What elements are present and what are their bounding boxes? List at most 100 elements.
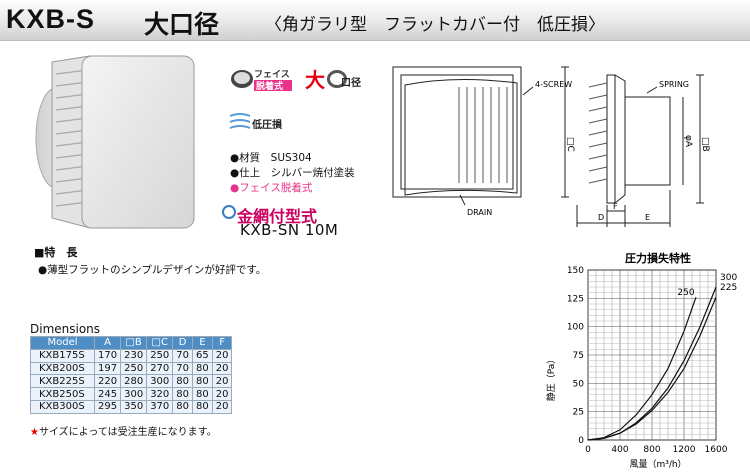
dimensions-table: Model A □B □C D E F KXB175S 170 230 250 …: [30, 336, 233, 414]
chart-ylabel: 静圧（Pa）: [545, 355, 557, 402]
cell: 70: [172, 361, 194, 376]
note-text: サイズによっては受注生産になります。: [38, 427, 217, 438]
cell: 80: [192, 374, 213, 389]
cell-model: KXB200S: [30, 361, 95, 376]
col-f: F: [211, 336, 233, 350]
note-star: ★: [30, 427, 39, 438]
cell-model: KXB250S: [30, 387, 95, 401]
cell: 80: [192, 361, 213, 376]
cell: 197: [93, 361, 122, 376]
label-drain: DRAIN: [467, 208, 492, 217]
label-e: E: [645, 213, 650, 222]
series-label-225: 225: [720, 283, 737, 293]
y-tick-label: 75: [573, 351, 584, 361]
series-line-250: [587, 297, 697, 441]
x-tick-label: 800: [643, 445, 660, 455]
y-tick-label: 50: [573, 379, 585, 389]
cell: 65: [192, 348, 213, 363]
cell: 80: [192, 387, 213, 401]
cell: 80: [172, 387, 194, 401]
badge-face-1: フェイス: [254, 69, 290, 80]
cell: 20: [211, 399, 233, 414]
cell: 20: [211, 387, 233, 401]
col-b: □B: [120, 336, 148, 350]
cell: 250: [120, 361, 148, 376]
cell: 170: [93, 348, 122, 363]
low-loss-badge: 低圧損: [229, 113, 283, 131]
cell: 20: [211, 374, 233, 389]
mesh-option-title: 金網付型式: [237, 207, 318, 226]
cell: 245: [93, 387, 122, 401]
table-row: KXB225S 220 280 300 80 80 20: [30, 374, 233, 389]
badge-large-2: 口径: [341, 76, 361, 89]
dimensions-heading: Dimensions: [30, 322, 101, 336]
x-tick-label: 1200: [673, 445, 696, 455]
cell: 220: [93, 374, 122, 389]
cell: 20: [211, 361, 233, 376]
chart-grid: [587, 269, 717, 441]
cell: 300: [120, 387, 148, 401]
label-screw: 4-SCREW: [535, 80, 572, 89]
badge-face-2: 脱着式: [256, 80, 283, 92]
cell: 80: [172, 374, 194, 389]
cell: 20: [211, 348, 233, 363]
dimensions-header-row: Model A □B □C D E F: [30, 336, 233, 350]
y-tick-label: 0: [578, 436, 584, 446]
technical-drawing: 4-SCREW DRAIN SPRING □C □B φA D E F: [392, 66, 710, 227]
features-item: ●薄型フラットのシンプルデザインが好評です。: [38, 264, 267, 276]
label-a: φA: [683, 135, 693, 148]
label-c: □C: [565, 137, 575, 152]
product-title: KXB-S: [6, 4, 96, 34]
cell: 80: [192, 399, 213, 414]
label-spring: SPRING: [659, 80, 689, 89]
made-to-order-note: ★サイズによっては受注生産になります。: [30, 423, 217, 438]
cell: 280: [120, 374, 148, 389]
chart-xlabel: 風量（m³/h）: [629, 459, 686, 470]
table-row: KXB300S 295 350 370 80 80 20: [30, 399, 233, 414]
chart-title: 圧力損失特性: [625, 251, 691, 265]
col-d: D: [172, 336, 194, 350]
table-row: KXB250S 245 300 320 80 80 20: [30, 387, 233, 401]
product-photo: [35, 55, 195, 229]
face-removable-badge: フェイス 脱着式: [231, 69, 292, 92]
cell-model: KXB300S: [30, 399, 95, 414]
y-tick-label: 150: [567, 266, 584, 276]
cell: 270: [146, 361, 174, 376]
cell: 350: [120, 399, 148, 414]
series-line-225: [587, 296, 717, 441]
badge-large-1: 大: [305, 68, 325, 92]
features-heading: ■特 長: [34, 246, 78, 259]
x-tick-label: 400: [611, 445, 628, 455]
mesh-option-icon: [222, 205, 236, 219]
front-cover-outline: [392, 66, 522, 198]
cell: 295: [93, 399, 122, 414]
series-label-300: 300: [720, 273, 737, 283]
large-diameter-badge: 大 口径: [305, 68, 361, 92]
col-e: E: [192, 336, 213, 350]
x-tick-label: 1600: [705, 445, 728, 455]
badge-low-loss: 低圧損: [251, 118, 283, 131]
product-title-jp: 大口径: [144, 10, 220, 39]
label-d: D: [598, 213, 604, 222]
series-label-250: 250: [677, 288, 694, 298]
spec-material: ●材質 SUS304: [230, 152, 312, 164]
side-cover-outline: [606, 74, 616, 204]
x-tick-label: 0: [585, 445, 591, 455]
label-b: □B: [700, 137, 710, 152]
label-f: F: [613, 202, 618, 211]
col-a: A: [93, 336, 122, 350]
col-model: Model: [30, 336, 95, 350]
y-tick-label: 25: [573, 408, 584, 418]
airflow-icon: [229, 113, 251, 129]
cell: 250: [146, 348, 174, 363]
table-row: KXB200S 197 250 270 70 80 20: [30, 361, 233, 376]
cell-model: KXB225S: [30, 374, 95, 389]
cell: 80: [172, 399, 194, 414]
y-tick-label: 100: [567, 323, 584, 333]
col-c: □C: [146, 336, 174, 350]
cell: 300: [146, 374, 174, 389]
product-subtitle: 〈角ガラリ型 フラットカバー付 低圧損〉: [265, 15, 605, 35]
mesh-option-model: KXB-SN 10M: [240, 221, 339, 239]
